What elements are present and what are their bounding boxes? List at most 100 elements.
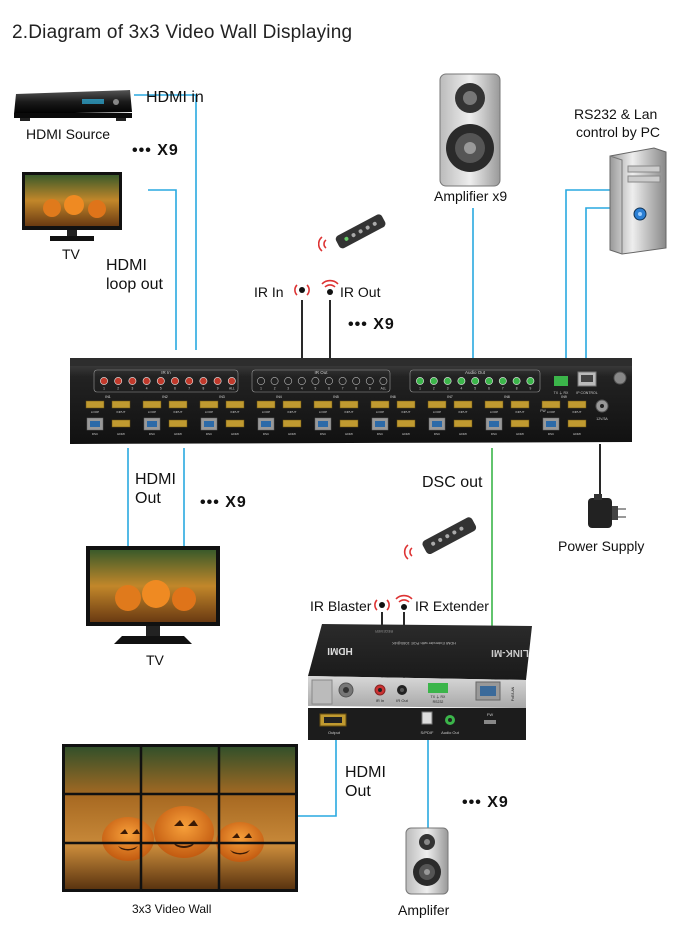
group-label: IN2 <box>162 395 168 399</box>
multiplier-4: ••• X9 <box>462 794 509 811</box>
group-label: IN5 <box>333 395 339 399</box>
hdmi-label: HDMI <box>573 432 581 436</box>
ir-out-number: 2 <box>274 387 276 391</box>
dsc-port-inner <box>147 421 157 427</box>
receiver-device: HDMI HDMI Extender with POE 1080@4K LINK… <box>308 624 532 740</box>
input-label: INPUT <box>573 410 582 414</box>
hdmi-label: HDMI <box>231 432 239 436</box>
audio-out-number: 4 <box>461 387 463 391</box>
ir-in-jack <box>199 377 208 385</box>
ir-in-jack <box>114 377 123 385</box>
input-hdmi-port <box>111 400 131 409</box>
receiver-spdif: S/PDIF <box>421 730 434 735</box>
ir-out-icon <box>321 279 339 295</box>
input-hdmi-port <box>225 400 245 409</box>
rs232-port-label: TX ⏚ RX <box>554 390 569 395</box>
loop-hdmi-port <box>256 400 276 409</box>
output-hdmi-port <box>567 419 587 428</box>
rs232-label-1: RS232 & Lan <box>574 106 658 122</box>
receiver-audio-out: Audio Out <box>441 730 460 735</box>
hdmi-source-label: HDMI Source <box>26 126 111 142</box>
hdmi-loop-out-label-1: HDMI <box>106 257 147 274</box>
ir-out-jack <box>352 377 361 385</box>
output-hdmi-port <box>396 419 416 428</box>
audio-out-jack <box>526 377 535 385</box>
loop-label: LOOP <box>262 410 270 414</box>
ir-out-jack <box>365 377 374 385</box>
output-hdmi-port <box>339 419 359 428</box>
group-label: IN4 <box>276 395 282 399</box>
dsc-label: DSC <box>149 432 156 436</box>
multiplier-2: ••• X9 <box>348 316 395 333</box>
dsc-out-label: DSC out <box>422 474 483 491</box>
loop-label: LOOP <box>205 410 213 414</box>
input-hdmi-port <box>510 400 530 409</box>
input-label: INPUT <box>117 410 126 414</box>
audio-out-jack <box>429 377 438 385</box>
audio-out-jack <box>485 377 493 385</box>
power-supply-icon <box>588 494 626 528</box>
ir-in-number: 2 <box>117 387 119 391</box>
loop-hdmi-port <box>85 400 105 409</box>
ir-in-number: 9 <box>217 387 219 391</box>
group-label: IN8 <box>504 395 510 399</box>
loop-hdmi-port <box>199 400 219 409</box>
loop-hdmi-port <box>427 400 447 409</box>
ir-in-number: 1 <box>103 387 105 391</box>
input-hdmi-port <box>168 400 188 409</box>
dsc-label: DSC <box>491 432 498 436</box>
loop-label: LOOP <box>148 410 156 414</box>
ir-out-header: IR Out <box>314 370 328 375</box>
audio-out-number: 6 <box>488 387 490 391</box>
ir-out-number: 9 <box>369 387 371 391</box>
audio-out-number: 8 <box>516 387 518 391</box>
ir-out-number: 8 <box>355 387 357 391</box>
ir-out-jack <box>284 377 293 385</box>
receiver-rs232: RS232 <box>433 700 444 704</box>
loop-hdmi-port <box>142 400 162 409</box>
ir-out-jack <box>270 377 279 385</box>
ir-in-number: 6 <box>174 387 176 391</box>
dsc-label: DSC <box>377 432 384 436</box>
dsc-port-inner <box>318 421 328 427</box>
dsc-label: DSC <box>206 432 213 436</box>
dsc-port-inner <box>375 421 385 427</box>
ir-out-number: 3 <box>287 387 289 391</box>
ir-extender-label: IR Extender <box>415 598 489 614</box>
input-label: INPUT <box>402 410 411 414</box>
video-wall-icon <box>62 744 298 892</box>
ir-in-jack <box>156 377 165 385</box>
audio-out-jack <box>443 377 452 385</box>
ir-extender-icon <box>395 594 413 610</box>
input-label: INPUT <box>459 410 468 414</box>
receiver-ir-out: IR Out <box>396 698 408 703</box>
hdmi-out-label-2: Out <box>135 490 161 507</box>
input-hdmi-port <box>567 400 587 409</box>
ir-in-number: ALL <box>229 387 235 391</box>
hdmi-out-bottom-label-2: Out <box>345 783 371 800</box>
amplifier-bottom-icon <box>405 827 449 895</box>
receiver-fw: FW <box>487 712 493 717</box>
ir-in-number: 7 <box>188 387 190 391</box>
dsc-label: DSC <box>434 432 441 436</box>
ir-in-icon <box>294 284 310 296</box>
audio-out-number: 3 <box>447 387 449 391</box>
amplifier-top-label: Amplifier x9 <box>434 188 508 204</box>
ir-out-jack <box>311 377 320 385</box>
ir-out-number: ALL <box>381 387 387 391</box>
ir-in-number: 8 <box>203 387 205 391</box>
dsc-label: DSC <box>548 432 555 436</box>
audio-out-number: 1 <box>419 387 421 391</box>
wire-hdmi-loop-out <box>148 189 177 350</box>
multiplier-1: ••• X9 <box>132 142 179 159</box>
group-label: IN7 <box>447 395 453 399</box>
loop-hdmi-port <box>541 400 561 409</box>
tv-middle-label: TV <box>146 652 164 668</box>
ir-out-jack <box>379 377 388 385</box>
wire-hdmi-in <box>134 94 197 350</box>
audio-out-number: 9 <box>530 387 532 391</box>
ir-out-number: 4 <box>301 387 303 391</box>
output-hdmi-port <box>282 419 302 428</box>
hdmi-label: HDMI <box>288 432 296 436</box>
